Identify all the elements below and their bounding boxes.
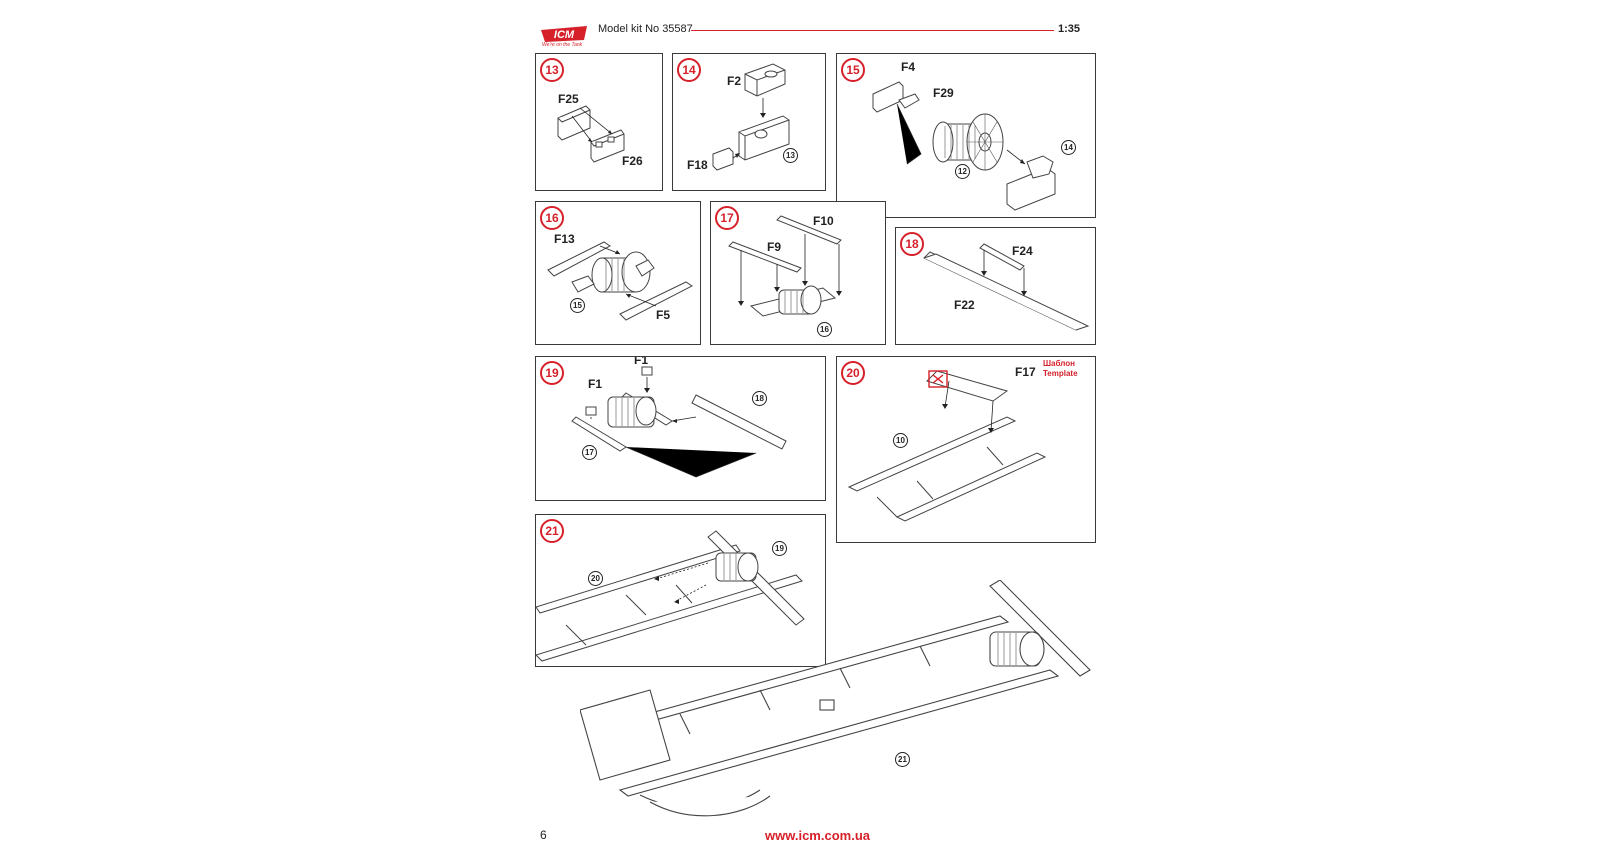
step-13-badge: 13 bbox=[540, 58, 564, 82]
part-label-f17: F17 bbox=[1015, 365, 1036, 379]
template-label-en: Template bbox=[1043, 369, 1078, 378]
step-20-panel: 20 F17 Шаблон Template 10 bbox=[836, 356, 1096, 543]
step-19-drawing bbox=[571, 366, 787, 478]
template-label-ru: Шаблон bbox=[1043, 359, 1075, 368]
model-kit-number: Model kit No 35587 bbox=[598, 23, 693, 35]
part-label-f29: F29 bbox=[933, 86, 954, 100]
step-18-badge: 18 bbox=[900, 232, 924, 256]
step-21-panel: 21 19 20 bbox=[535, 514, 826, 667]
step-ref-17: 17 bbox=[582, 445, 597, 460]
step-ref-19: 19 bbox=[772, 541, 787, 556]
part-label-f1-top: F1 bbox=[634, 356, 649, 367]
step-ref-18: 18 bbox=[752, 391, 767, 406]
step-21-drawing bbox=[536, 530, 805, 662]
step-20-drawing bbox=[847, 370, 1047, 522]
step-ref-10: 10 bbox=[893, 433, 908, 448]
header-rule bbox=[691, 30, 1054, 31]
step-17-drawing bbox=[728, 215, 842, 317]
part-label-f2: F2 bbox=[727, 74, 742, 88]
part-label-f9: F9 bbox=[767, 240, 782, 254]
step-16-badge: 16 bbox=[540, 206, 564, 230]
step-15-panel: 15 F4 F29 12 14 bbox=[836, 53, 1096, 218]
part-label-f4: F4 bbox=[901, 60, 916, 74]
website-link[interactable]: www.icm.com.ua bbox=[765, 828, 870, 843]
part-label-f22: F22 bbox=[954, 298, 975, 312]
step-ref-16: 16 bbox=[817, 322, 832, 337]
step-13-panel: 13 F25 F26 bbox=[535, 53, 663, 191]
icm-logo: ICM bbox=[537, 20, 591, 48]
step-16-panel: 16 F13 F5 15 bbox=[535, 201, 701, 345]
step-ref-20: 20 bbox=[588, 571, 603, 586]
part-label-f26: F26 bbox=[622, 154, 643, 168]
step-15-badge: 15 bbox=[841, 58, 865, 82]
step-19-badge: 19 bbox=[540, 361, 564, 385]
logo-tagline: We're on the Tank bbox=[542, 42, 583, 48]
step-14-badge: 14 bbox=[677, 58, 701, 82]
part-label-f10: F10 bbox=[813, 214, 834, 228]
step-18-panel: 18 F24 F22 bbox=[895, 227, 1096, 345]
step-14-drawing bbox=[712, 63, 790, 171]
step-17-badge: 17 bbox=[715, 206, 739, 230]
part-label-f25: F25 bbox=[558, 92, 579, 106]
part-label-f1-left: F1 bbox=[588, 377, 603, 391]
step-ref-12: 12 bbox=[955, 164, 970, 179]
step-ref-14: 14 bbox=[1061, 140, 1076, 155]
step-15-drawing bbox=[872, 81, 1056, 211]
step-ref-15: 15 bbox=[570, 298, 585, 313]
final-ref-21: 21 bbox=[895, 752, 910, 767]
step-17-panel: 17 F10 F9 16 bbox=[710, 201, 886, 345]
step-16-drawing bbox=[547, 241, 693, 321]
step-21-badge: 21 bbox=[540, 519, 564, 543]
part-label-f18: F18 bbox=[687, 158, 708, 172]
part-label-f5: F5 bbox=[656, 308, 671, 322]
final-assembly-drawing bbox=[579, 579, 1120, 840]
scale-label: 1:35 bbox=[1058, 23, 1081, 35]
part-label-f13: F13 bbox=[554, 232, 575, 246]
step-19-panel: 19 F1 F1 18 17 bbox=[535, 356, 826, 501]
step-18-drawing bbox=[923, 243, 1090, 331]
step-13-drawing bbox=[557, 105, 625, 163]
step-ref-13: 13 bbox=[783, 148, 798, 163]
svg-text:ICM: ICM bbox=[554, 29, 575, 41]
part-label-f24: F24 bbox=[1012, 244, 1033, 258]
step-14-panel: 14 F2 F18 13 bbox=[672, 53, 826, 191]
page-number: 6 bbox=[540, 828, 547, 842]
step-20-badge: 20 bbox=[841, 361, 865, 385]
